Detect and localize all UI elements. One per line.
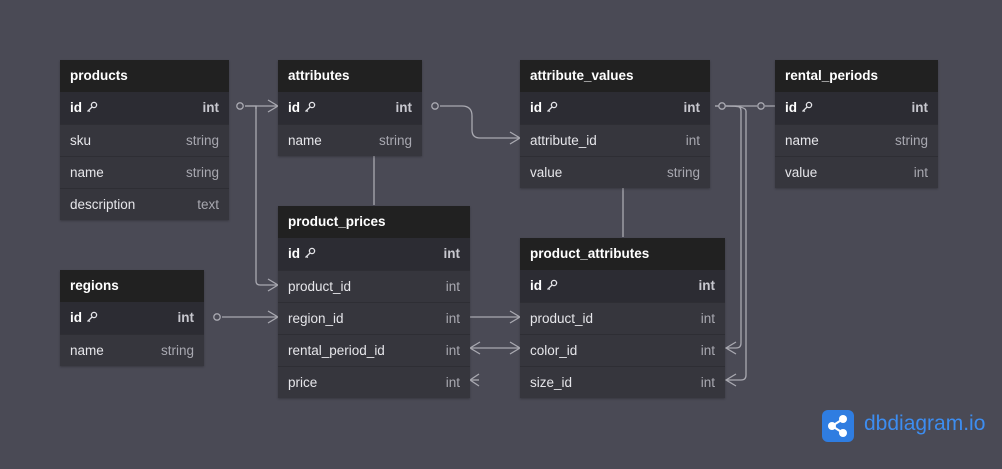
field-type: int [700, 375, 715, 390]
field-name: id [288, 100, 300, 115]
edge-products-product-attributes [245, 105, 278, 109]
field-name: size_id [530, 375, 573, 390]
field-name: id [70, 310, 82, 325]
field-name: sku [70, 133, 92, 148]
field-type: int [911, 100, 929, 115]
key-icon [797, 92, 813, 124]
field-name: id [530, 278, 542, 293]
field-type: int [177, 310, 195, 325]
field-name: product_id [288, 279, 352, 294]
field-type: int [913, 165, 928, 180]
field-row[interactable]: value string [520, 156, 710, 188]
field-type: int [445, 311, 460, 326]
field-row[interactable]: attribute_id int [520, 124, 710, 156]
table-header: product_attributes [520, 238, 725, 270]
field-row[interactable]: id int [775, 92, 938, 124]
field-name: description [70, 197, 136, 212]
field-name: rental_period_id [288, 343, 385, 358]
dbdiagram-logo-icon [822, 410, 854, 442]
edge-products-product-prices [245, 105, 278, 286]
field-type: int [443, 246, 461, 261]
field-row[interactable]: name string [775, 124, 938, 156]
field-row[interactable]: color_id int [520, 334, 725, 366]
field-type: int [683, 100, 701, 115]
field-row[interactable]: name string [278, 124, 422, 156]
table-header: attributes [278, 60, 422, 92]
field-name: id [785, 100, 797, 115]
key-icon [300, 92, 316, 124]
field-row[interactable]: sku string [60, 124, 229, 156]
field-name: value [785, 165, 818, 180]
field-type: int [445, 375, 460, 390]
field-row[interactable]: size_id int [520, 366, 725, 398]
field-name: attribute_id [530, 133, 597, 148]
one-markers [213, 102, 765, 321]
edge-attributes-attribute-values [440, 105, 520, 139]
key-icon [82, 92, 98, 124]
field-row[interactable]: region_id int [278, 302, 470, 334]
field-type: int [445, 279, 460, 294]
edge-attribute-values-size [725, 105, 747, 381]
key-icon [82, 302, 98, 334]
field-type: string [160, 343, 194, 358]
table-attribute-values[interactable]: attribute_values id int attribute_id int val… [520, 60, 710, 188]
field-type: int [698, 278, 716, 293]
field-row[interactable]: id int [520, 92, 710, 124]
field-type: int [202, 100, 220, 115]
field-name: name [70, 165, 104, 180]
table-header: attribute_values [520, 60, 710, 92]
field-type: text [197, 197, 219, 212]
field-row[interactable]: rental_period_id int [278, 334, 470, 366]
field-name: id [288, 246, 300, 261]
field-name: value [530, 165, 563, 180]
field-name: id [530, 100, 542, 115]
field-row[interactable]: price int [278, 366, 470, 398]
field-type: int [700, 343, 715, 358]
table-products[interactable]: products id int sku string name string descrip… [60, 60, 229, 220]
field-name: product_id [530, 311, 594, 326]
field-row[interactable]: product_id int [520, 302, 725, 334]
field-name: color_id [530, 343, 578, 358]
field-type: int [700, 311, 715, 326]
field-row[interactable]: value int [775, 156, 938, 188]
field-type: string [894, 133, 928, 148]
table-header: rental_periods [775, 60, 938, 92]
key-icon [300, 238, 316, 270]
field-row[interactable]: description text [60, 188, 229, 220]
field-name: id [70, 100, 82, 115]
field-type: string [185, 165, 219, 180]
field-name: name [70, 343, 104, 358]
field-type: string [185, 133, 219, 148]
field-row[interactable]: id int [278, 238, 470, 270]
key-icon [542, 270, 558, 302]
field-row[interactable]: id int [60, 302, 204, 334]
table-header: product_prices [278, 206, 470, 238]
table-rental-periods[interactable]: rental_periods id int name string value int [775, 60, 938, 188]
table-regions[interactable]: regions id int name string [60, 270, 204, 366]
field-type: int [395, 100, 413, 115]
field-row[interactable]: id int [60, 92, 229, 124]
field-name: region_id [288, 311, 344, 326]
field-name: price [288, 375, 318, 390]
field-row[interactable]: id int [278, 92, 422, 124]
table-header: regions [60, 270, 204, 302]
field-name: name [785, 133, 819, 148]
field-row[interactable]: name string [60, 156, 229, 188]
field-type: int [685, 133, 700, 148]
field-row[interactable]: id int [520, 270, 725, 302]
key-icon [542, 92, 558, 124]
brand-text: dbdiagram.io [864, 412, 986, 435]
field-row[interactable]: name string [60, 334, 204, 366]
table-header: products [60, 60, 229, 92]
field-name: name [288, 133, 322, 148]
field-type: int [445, 343, 460, 358]
field-type: string [666, 165, 700, 180]
table-attributes[interactable]: attributes id int name string [278, 60, 422, 156]
field-row[interactable]: product_id int [278, 270, 470, 302]
field-type: string [378, 133, 412, 148]
